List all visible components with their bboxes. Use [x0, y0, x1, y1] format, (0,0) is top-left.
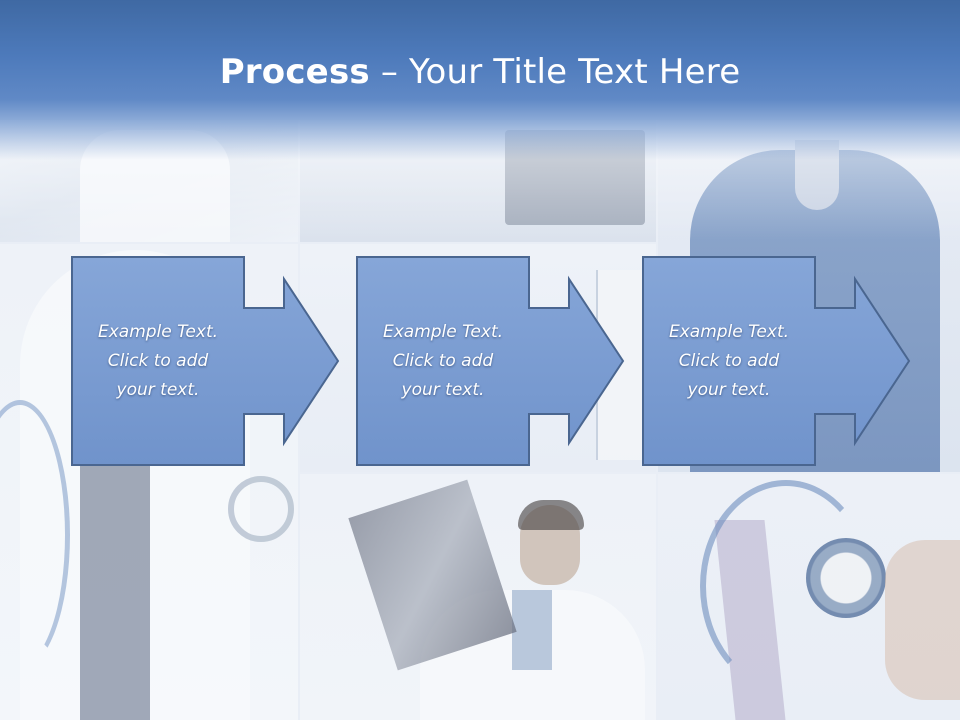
stethoscope-tube-shape: [700, 480, 872, 692]
slide-title[interactable]: Process – Your Title Text Here: [0, 52, 960, 92]
title-rest-text: – Your Title Text Here: [369, 52, 741, 92]
process-step-1[interactable]: Example Text. Click to add your text.: [71, 256, 352, 466]
process-step-2[interactable]: Example Text. Click to add your text.: [356, 256, 637, 466]
doctor-hair-shape: [518, 500, 584, 530]
step-text-3: Example Text. Click to add your text.: [668, 321, 790, 400]
step-text-box-3[interactable]: Example Text. Click to add your text.: [643, 257, 815, 465]
title-bold-text: Process: [219, 52, 370, 92]
stethoscope-shape: [228, 476, 294, 542]
tie-shape: [80, 460, 150, 720]
arrow-callout-shape-2: [356, 256, 625, 466]
hand-shape: [885, 540, 960, 700]
arrow-callout-shape-3: [642, 256, 911, 466]
stethoscope-bell-shape: [806, 538, 886, 618]
title-band: [0, 0, 960, 160]
step-text-box-1[interactable]: Example Text. Click to add your text.: [72, 257, 244, 465]
step-text-1: Example Text. Click to add your text.: [97, 321, 219, 400]
doctor-shirt-shape: [512, 590, 552, 670]
process-step-3[interactable]: Example Text. Click to add your text.: [642, 256, 923, 466]
arrow-callout-shape-1: [71, 256, 340, 466]
step-text-2: Example Text. Click to add your text.: [382, 321, 504, 400]
step-text-box-2[interactable]: Example Text. Click to add your text.: [357, 257, 529, 465]
